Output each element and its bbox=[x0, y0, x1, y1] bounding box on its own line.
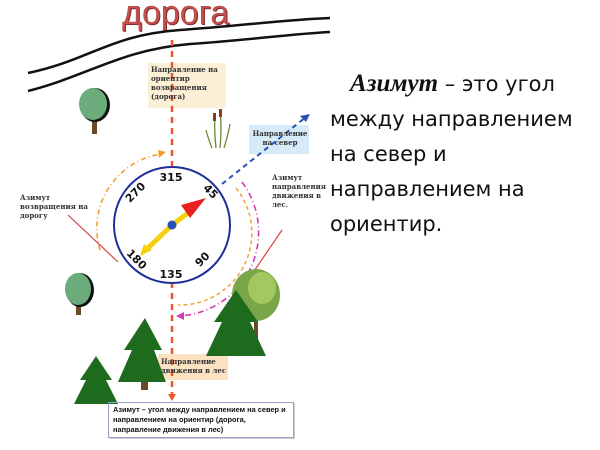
road-edge-top bbox=[27, 16, 331, 75]
definition-text: – это угол между направлением на север и… bbox=[330, 72, 573, 236]
return-direction-box bbox=[148, 63, 226, 108]
compass-label-315: 315 bbox=[160, 171, 183, 184]
road-edge-bottom bbox=[27, 30, 331, 93]
caption-box: Азимут – угол между направлением на севе… bbox=[108, 402, 294, 438]
fir-tree-icon-1 bbox=[118, 318, 166, 390]
forest-arc-arrowhead bbox=[176, 312, 184, 320]
tree-icon-top bbox=[79, 88, 110, 134]
return-direction-label: Направление на ориентир возвращения (дор… bbox=[151, 65, 218, 101]
forest-azimuth-label: Азимут направления движения в лес. bbox=[272, 173, 326, 209]
return-arc-arrowhead bbox=[158, 150, 166, 158]
compass-label-135: 135 bbox=[160, 268, 183, 281]
forest-azimuth-arc-orange bbox=[177, 187, 253, 306]
reed-icon bbox=[205, 109, 231, 149]
return-azimuth-label: Азимут возвращения на дорогу bbox=[20, 193, 88, 220]
north-direction-label: Направление на север bbox=[252, 129, 308, 147]
tree-icon-bottom bbox=[65, 273, 94, 315]
definition-term: Азимут bbox=[350, 70, 439, 97]
axis-arrowhead bbox=[168, 394, 176, 401]
forest-direction-label: Направление движения в лес bbox=[161, 357, 227, 375]
return-azimuth-arc bbox=[96, 153, 163, 251]
needle-pivot bbox=[167, 220, 177, 230]
return-label-pointer bbox=[67, 214, 119, 263]
azimuth-definition: Азимут – это угол между направлением на … bbox=[330, 66, 590, 242]
fir-tree-icon-3 bbox=[74, 356, 118, 404]
needle-yellow bbox=[146, 223, 174, 250]
needle-north-red bbox=[181, 198, 206, 218]
north-arrowhead bbox=[300, 114, 310, 122]
fir-tree-icon-2 bbox=[206, 290, 266, 356]
forest-direction-box bbox=[158, 354, 228, 380]
needle-south-tip bbox=[140, 244, 152, 256]
